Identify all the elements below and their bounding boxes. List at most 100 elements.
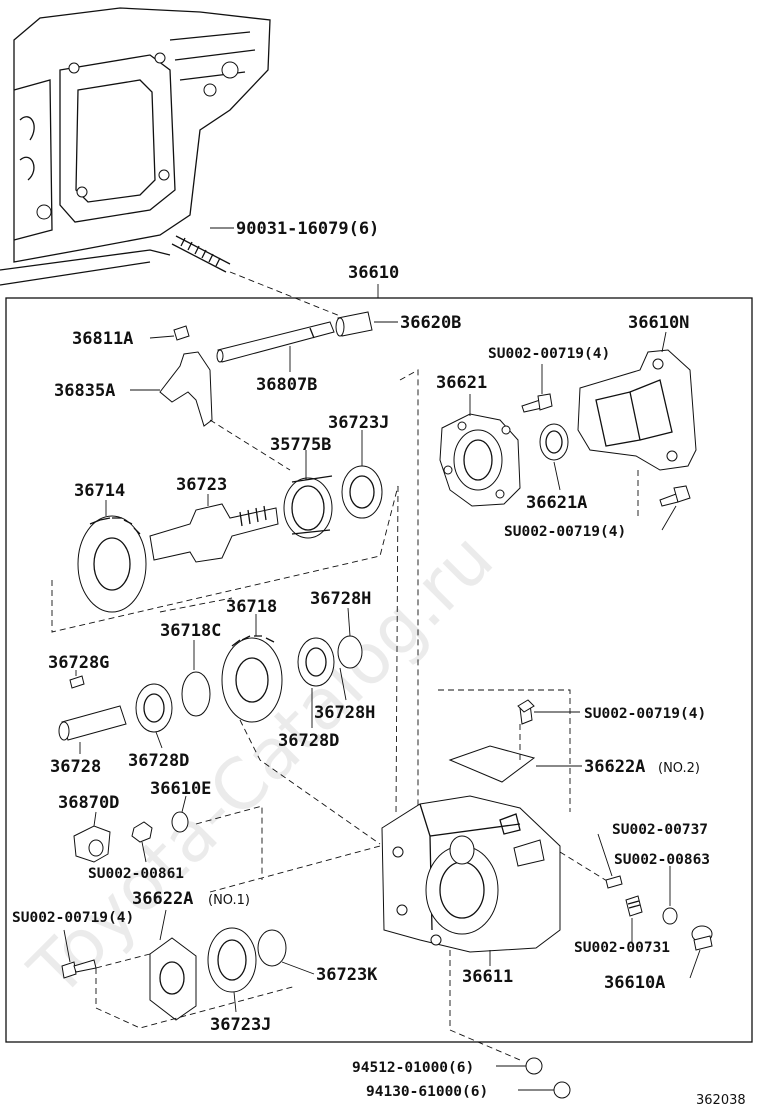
gear-36718 <box>221 635 283 723</box>
seal-36723K <box>257 929 287 967</box>
plug-su002-00731 <box>625 895 643 917</box>
assembly-line <box>209 419 291 471</box>
bolt-su002-top <box>521 393 553 413</box>
adapter-36621 <box>439 413 521 507</box>
leader-36811A <box>149 335 175 339</box>
callout-su002-00861: SU002-00861 <box>88 866 184 882</box>
snap-ring-36718C <box>181 671 211 717</box>
callout-36714: 36714 <box>74 481 125 501</box>
oil-seal-36621A <box>539 423 569 461</box>
pin-su002-00737 <box>605 875 623 889</box>
assembly-line <box>195 805 381 893</box>
callout-36610: 36610 <box>348 263 399 283</box>
callout-su002-00719-left: SU002-00719(4) <box>12 910 134 926</box>
callout-36728G: 36728G <box>48 653 109 673</box>
callout-su002-00719-mid: SU002-00719(4) <box>504 524 626 540</box>
idler-shaft-36728 <box>58 705 127 741</box>
leader-36610A <box>689 949 701 979</box>
assembly-line <box>239 719 381 845</box>
leader-36621A <box>553 461 561 491</box>
bearing-36728D-right <box>297 637 335 687</box>
callout-36622A-no2-note: (NO.2) <box>658 761 700 776</box>
callout-36610A: 36610A <box>604 973 665 993</box>
assembly-line <box>449 950 521 1061</box>
assembly-frame <box>5 297 753 1043</box>
callout-su002-00737: SU002-00737 <box>612 822 708 838</box>
callout-su002-00719-top: SU002-00719(4) <box>488 346 610 362</box>
leader-36870D <box>93 811 97 827</box>
leader-su-00737 <box>597 833 613 877</box>
callout-36622A-no2: 36622A <box>584 757 645 777</box>
assembly-line <box>438 689 571 812</box>
callout-36870D: 36870D <box>58 793 119 813</box>
leader-su-left <box>63 929 71 963</box>
leader-36622A-no1 <box>159 909 167 941</box>
callout-36610N: 36610N <box>628 313 689 333</box>
bolt-su002-right <box>517 699 535 725</box>
flange-housing-36610N <box>577 349 697 471</box>
callout-36718: 36718 <box>226 597 277 617</box>
washer-94130 <box>553 1081 571 1099</box>
diagram-code: 362038 <box>696 1093 746 1108</box>
assembly-line <box>229 271 341 317</box>
callout-36723: 36723 <box>176 475 227 495</box>
sleeve-35775B <box>283 475 333 539</box>
washer-36728H <box>337 635 363 669</box>
cover-36622A-no1 <box>149 937 197 1021</box>
callout-36723J-bot: 36723J <box>210 1015 271 1035</box>
leader-36728D-left <box>155 731 163 749</box>
callout-36811A: 36811A <box>72 329 133 349</box>
pin-36811A <box>173 325 190 341</box>
leader-36610E <box>181 795 187 813</box>
drive-shaft-36723 <box>149 503 279 563</box>
shift-shaft-36807B <box>216 321 335 363</box>
pin-36728G <box>69 675 85 689</box>
nut-94512 <box>525 1057 543 1075</box>
callout-35775B: 35775B <box>270 435 331 455</box>
leader-36610N <box>661 331 667 353</box>
callout-94512-01000: 94512-01000(6) <box>352 1060 474 1076</box>
callout-36718C: 36718C <box>160 621 221 641</box>
callout-su002-00731: SU002-00731 <box>574 940 670 956</box>
callout-94130-61000: 94130-61000(6) <box>366 1084 488 1100</box>
callout-su002-00863: SU002-00863 <box>614 852 710 868</box>
transfer-housing-36611 <box>381 795 561 953</box>
callout-su002-00719-right: SU002-00719(4) <box>584 706 706 722</box>
gear-36714 <box>77 515 147 613</box>
leader-su-mid <box>661 505 677 531</box>
bearing-36723J-bottom <box>207 927 257 993</box>
leader-su-00861 <box>141 841 147 863</box>
leader-36728H-bot <box>339 667 347 701</box>
callout-36835A: 36835A <box>54 381 115 401</box>
nut-su002-00861 <box>131 821 153 843</box>
callout-36723J-top: 36723J <box>328 413 389 433</box>
callout-36622A-no1-note: (NO.1) <box>208 893 250 908</box>
bearing-36723J-top <box>341 465 383 519</box>
shift-fork-36835A <box>159 351 213 427</box>
callout-36621A: 36621A <box>526 493 587 513</box>
callout-36807B: 36807B <box>256 375 317 395</box>
callout-36728H-bot: 36728H <box>314 703 375 723</box>
leader-36728H-top <box>347 607 351 637</box>
leader-36723K <box>281 961 315 975</box>
stud-bolt-90031 <box>171 235 231 273</box>
plug-36610A <box>691 925 713 951</box>
cover-36622A-no2 <box>448 745 536 783</box>
assembly-line <box>51 485 399 633</box>
callout-36611: 36611 <box>462 967 513 987</box>
callout-36728D-right: 36728D <box>278 731 339 751</box>
callout-36622A-no1: 36622A <box>132 889 193 909</box>
collar-36610E <box>171 811 189 833</box>
engine-block-illustration <box>0 7 271 286</box>
sleeve-36620B <box>335 311 373 337</box>
bolt-su002-mid <box>659 485 691 507</box>
assembly-line <box>395 369 613 885</box>
callout-36728H-top: 36728H <box>310 589 371 609</box>
callout-36621: 36621 <box>436 373 487 393</box>
callout-90031-16079: 90031-16079(6) <box>236 219 379 239</box>
washer-su002-00863 <box>662 907 678 925</box>
callout-36728D-left: 36728D <box>128 751 189 771</box>
bracket-36870D <box>73 825 111 863</box>
